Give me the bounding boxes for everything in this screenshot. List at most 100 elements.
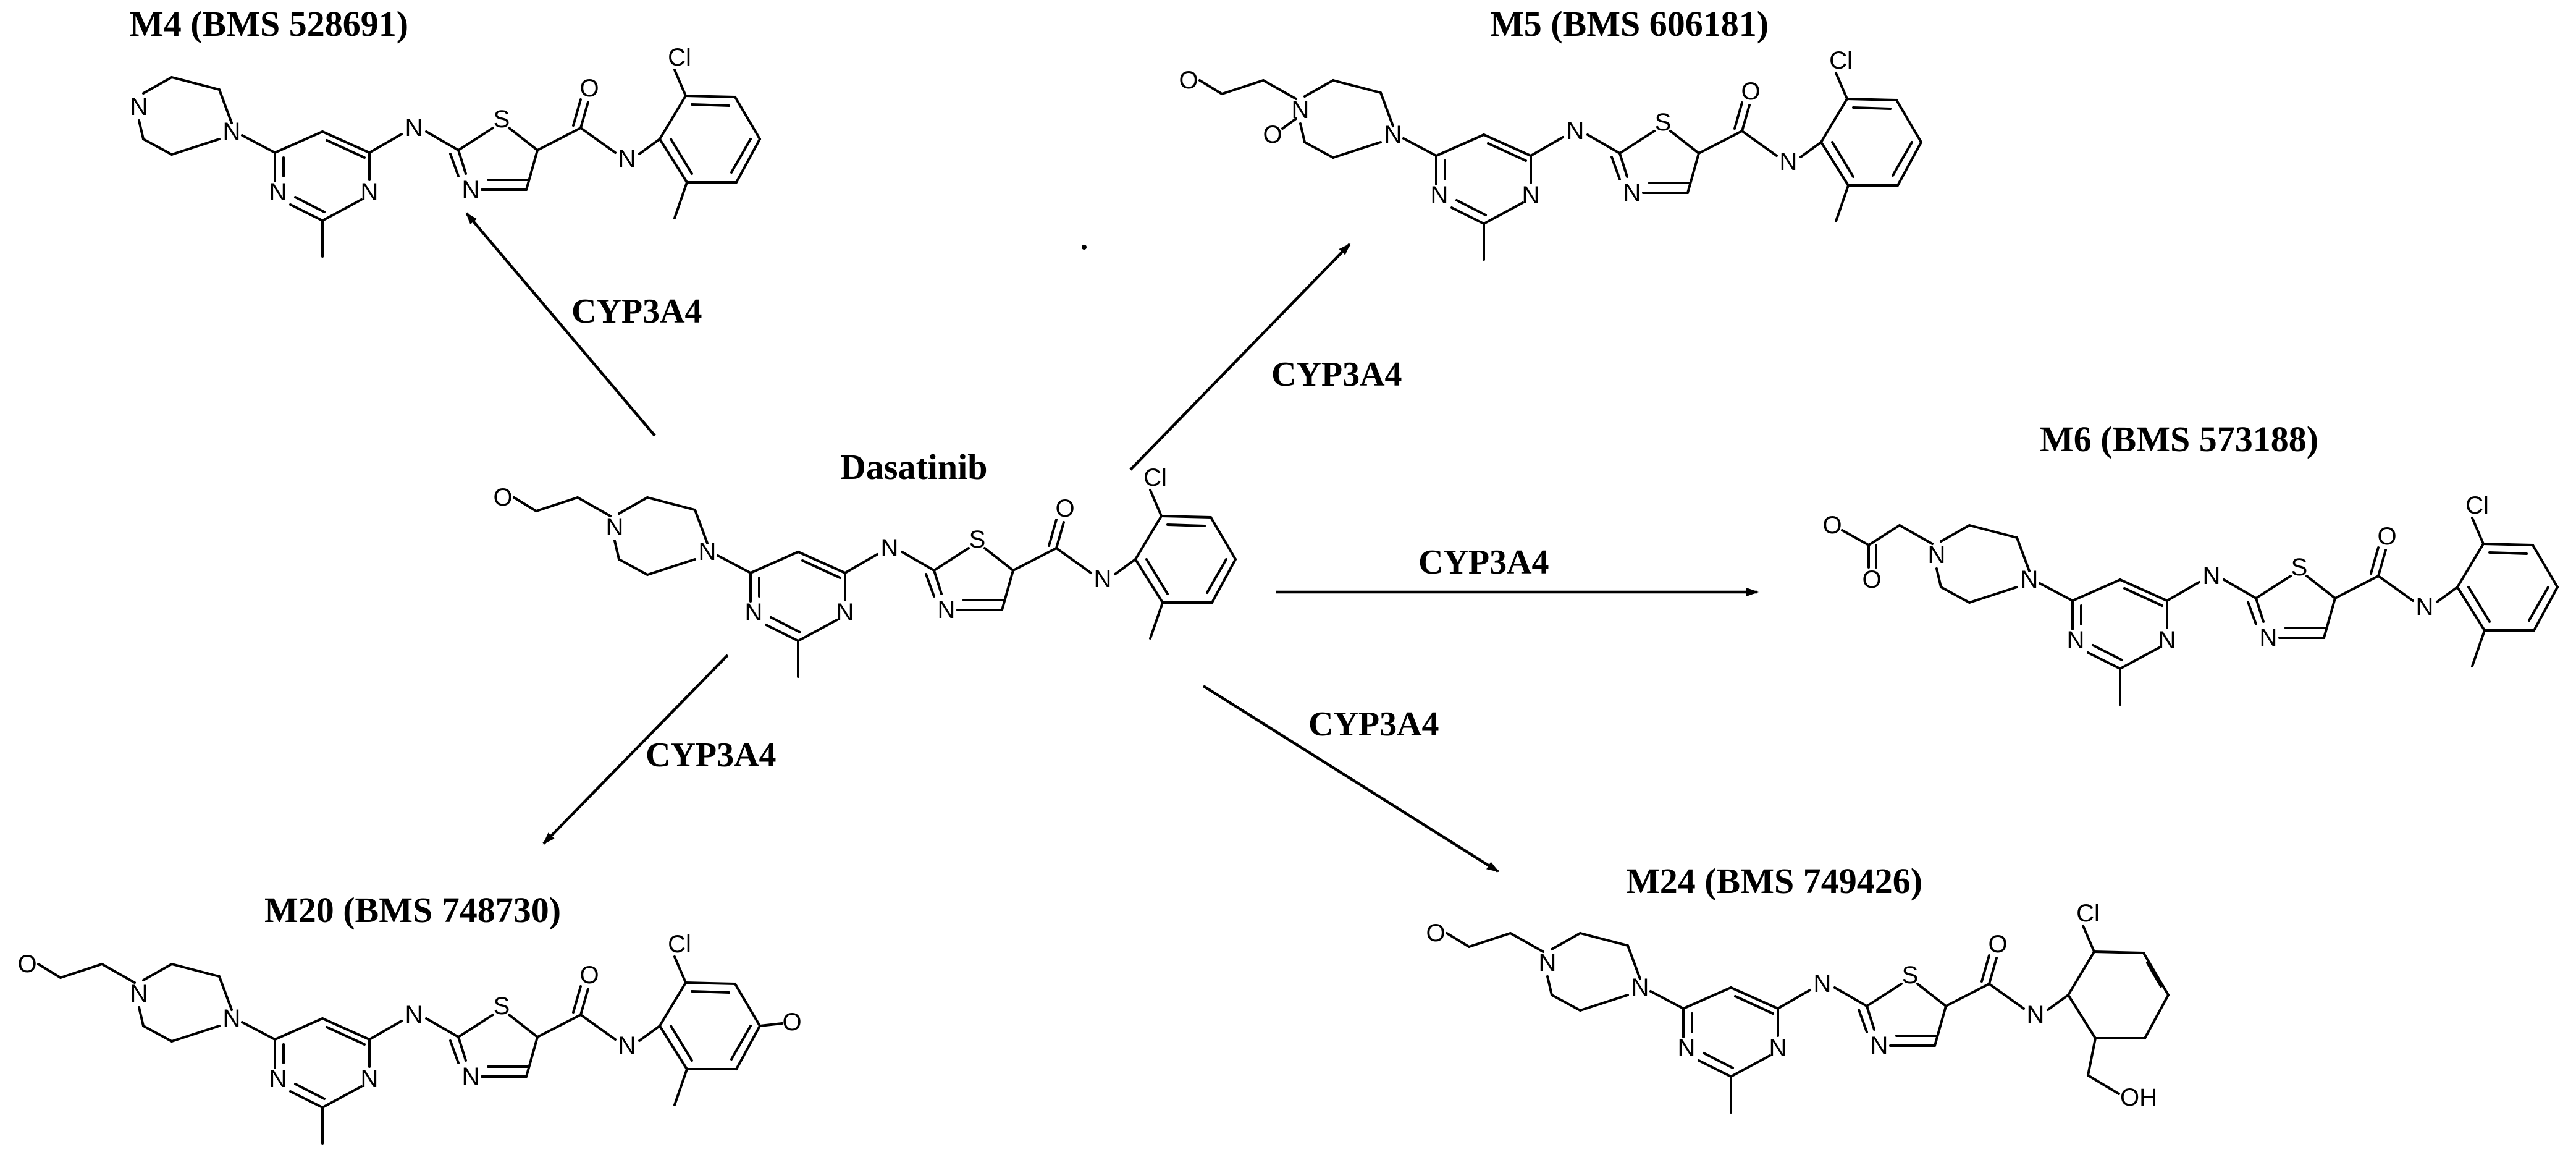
phenyl-bond bbox=[1896, 141, 1922, 187]
stray-dot bbox=[1082, 245, 1087, 250]
amine-n: N bbox=[1814, 970, 1832, 997]
thiazole-bond bbox=[2323, 597, 2336, 639]
carbonyl-o: O bbox=[1741, 78, 1760, 105]
amide-n: N bbox=[2416, 593, 2434, 620]
hydroxymethyl-bond bbox=[2087, 1037, 2097, 1077]
enzyme-label-m24: CYP3A4 bbox=[1308, 705, 1439, 743]
phenyl-double-bond bbox=[2146, 962, 2162, 988]
piperazine-bond bbox=[1940, 586, 1971, 604]
amide-bond bbox=[1741, 130, 1778, 157]
piperazine-n-top: N bbox=[1928, 541, 1946, 569]
hydroxyethyl-bond bbox=[1221, 79, 1265, 95]
phenyl-bond bbox=[2142, 952, 2170, 996]
pyrimidine-bond bbox=[1435, 133, 1485, 157]
thiazole-bond bbox=[2305, 575, 2336, 599]
carbonyl-bond bbox=[579, 988, 589, 1016]
phenyl-bond bbox=[734, 983, 761, 1027]
piperazine-bond bbox=[1579, 994, 1629, 1012]
phenol-bond bbox=[759, 1022, 783, 1027]
amine-n: N bbox=[2203, 562, 2221, 590]
pyrimidine-n3: N bbox=[1769, 1035, 1787, 1062]
phenyl-bond bbox=[2067, 994, 2097, 1039]
pyrimidine-bond bbox=[1450, 206, 1485, 225]
carbonyl-bond bbox=[572, 98, 582, 127]
pyrimidine-bond bbox=[321, 130, 371, 154]
phenyl-double-bond bbox=[1145, 558, 1169, 595]
thiazole-bond bbox=[449, 153, 460, 177]
linker-bond bbox=[241, 134, 276, 154]
carbonyl-bond bbox=[579, 101, 589, 129]
piperazine-bond bbox=[618, 496, 649, 515]
piperazine-bond bbox=[1303, 141, 1334, 159]
amide-bond bbox=[1012, 547, 1058, 572]
amine-bond bbox=[368, 1020, 403, 1041]
arrow-to-m4 bbox=[465, 212, 656, 437]
carboxyl-bond bbox=[1841, 529, 1870, 546]
piperazine-bond bbox=[694, 509, 709, 544]
arrow-to-m20 bbox=[542, 654, 729, 845]
phenyl-double-bond bbox=[670, 1025, 693, 1062]
piperazine-bond bbox=[1379, 91, 1394, 127]
thiazole-bond bbox=[457, 1036, 467, 1062]
pyrimidine-bond bbox=[321, 1085, 363, 1109]
thiazole-n: N bbox=[2260, 624, 2278, 651]
thiazole-s: S bbox=[494, 993, 510, 1020]
pyrimidine-bond bbox=[1730, 1054, 1771, 1078]
piperazine-bond bbox=[1299, 122, 1306, 143]
hydroxyethyl-bond bbox=[576, 496, 612, 517]
pyrimidine-bond bbox=[1682, 986, 1732, 1010]
hydroxyethyl-bond bbox=[1446, 932, 1470, 948]
thiazole-bond bbox=[1934, 1005, 1947, 1047]
thiazole-bond bbox=[1916, 983, 1947, 1007]
phenyl-bond bbox=[1211, 558, 1237, 604]
thiazole-bond bbox=[457, 149, 467, 175]
phenyl-bond bbox=[659, 1025, 688, 1070]
chloro-bond bbox=[2471, 517, 2485, 545]
thiazole-bond bbox=[1618, 130, 1656, 155]
phenyl-bond bbox=[2482, 543, 2534, 546]
m5-label: M5 (BMS 606181) bbox=[1490, 4, 1769, 44]
hydroxyethyl-bond bbox=[59, 963, 103, 979]
amine-bond bbox=[1586, 133, 1621, 155]
thiazole-bond bbox=[1610, 156, 1621, 180]
pyrimidine-bond bbox=[1698, 1059, 1732, 1078]
thiazole-bond bbox=[1866, 983, 1903, 1007]
phenyl-bond bbox=[2532, 544, 2559, 588]
phenyl-bond bbox=[659, 138, 688, 184]
piperazine-bond bbox=[618, 558, 649, 576]
phenyl-bond bbox=[1895, 99, 1922, 143]
arrow-to-m5 bbox=[1129, 243, 1351, 471]
hydroxyethyl-bond bbox=[1262, 79, 1297, 100]
pyrimidine-bond bbox=[2092, 644, 2123, 661]
thiazole-bond bbox=[525, 1036, 539, 1078]
amide-bond bbox=[2436, 586, 2459, 603]
carboxyl-o-double: O bbox=[1862, 566, 1881, 593]
carboxyl-o-single: O bbox=[1822, 512, 1842, 539]
amide-bond bbox=[1988, 983, 2025, 1010]
linker-bond bbox=[1649, 990, 1685, 1010]
carbonyl-bond bbox=[1988, 957, 1998, 985]
thiazole-bond bbox=[2255, 597, 2265, 623]
pyrimidine-bond bbox=[1455, 199, 1487, 216]
pyrimidine-bond bbox=[294, 196, 326, 213]
piperazine-bond bbox=[1940, 524, 1971, 543]
pyrimidine-bond bbox=[326, 139, 366, 159]
phenol-o: O bbox=[782, 1009, 801, 1036]
pyrimidine-bond bbox=[2087, 651, 2121, 670]
phenyl-double-bond bbox=[691, 103, 730, 107]
amine-bond bbox=[1833, 986, 1868, 1007]
chloro-atom: Cl bbox=[668, 931, 691, 958]
carbonyl-o: O bbox=[579, 962, 599, 989]
piperazine-bond bbox=[142, 1025, 173, 1043]
phenyl-double-bond bbox=[1166, 523, 1206, 527]
thiazole-s: S bbox=[1655, 109, 1672, 136]
pyrimidine-bond bbox=[2119, 646, 2160, 670]
pyrimidine-bond bbox=[289, 203, 324, 222]
piperazine-bond bbox=[646, 496, 696, 511]
piperazine-bond bbox=[138, 119, 145, 140]
thiazole-bond bbox=[449, 1039, 460, 1064]
amide-n: N bbox=[2027, 1001, 2045, 1028]
amide-bond bbox=[2047, 994, 2069, 1011]
